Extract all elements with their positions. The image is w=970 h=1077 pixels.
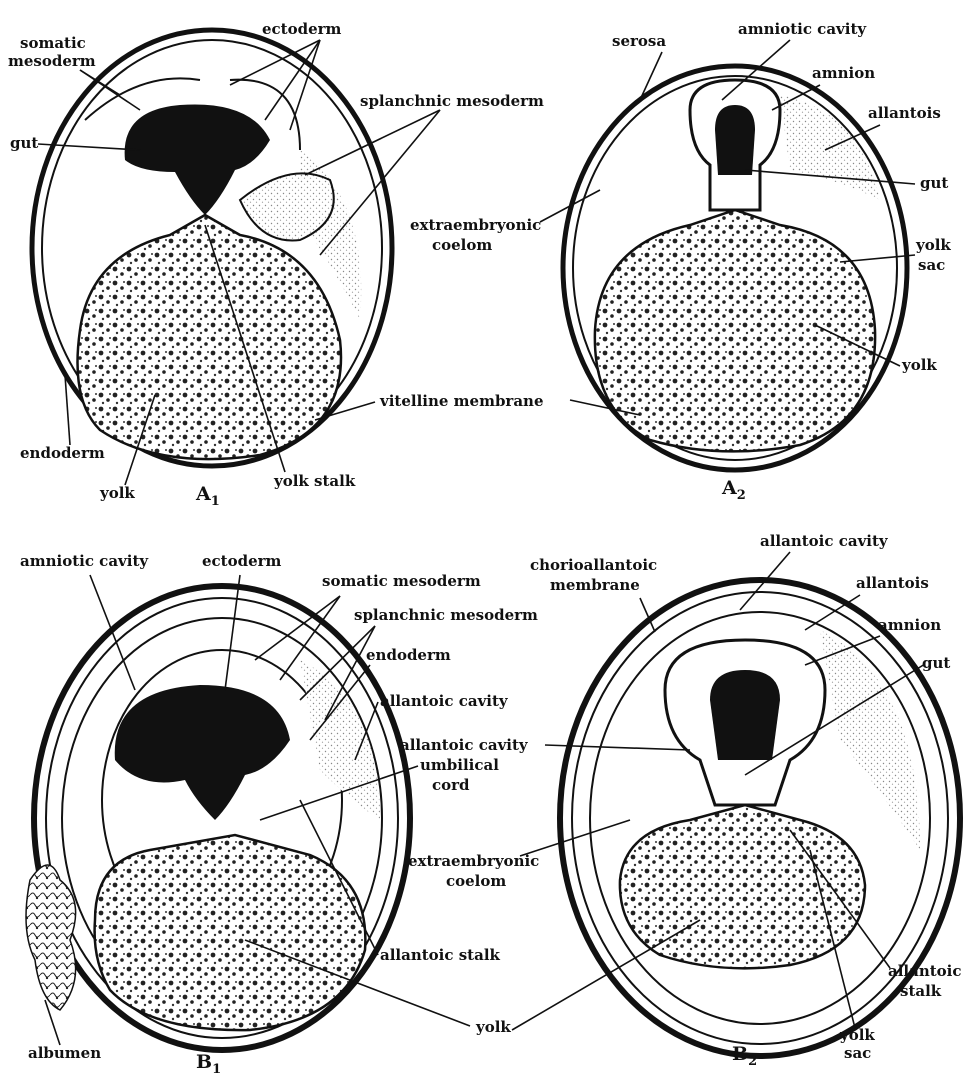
a2-label-allantois: allantois: [868, 104, 941, 122]
a2-label-yolk-sac-2: sac: [918, 256, 945, 274]
b1-albumen: [26, 865, 76, 1010]
a2-label-yolk: yolk: [901, 356, 937, 374]
a2-yolk: [595, 210, 875, 451]
b1-label-ectoderm: ectoderm: [202, 552, 282, 570]
a1-label-gut: gut: [10, 134, 38, 152]
a1-label-splanchnic: splanchnic mesoderm: [360, 92, 544, 110]
b2-label-chorio-2: membrane: [550, 576, 640, 594]
b1-label-allantoic-stalk: allantoic stalk: [380, 946, 501, 964]
a2-label-amnion: amnion: [812, 64, 875, 82]
b2-label-yolk-sac-2: sac: [844, 1044, 871, 1062]
a2-embryo: [715, 105, 755, 175]
b1-label-allantoic-cavity: allantoic cavity: [380, 692, 509, 710]
b2-label-allantoic-cavity-mid: allantoic cavity: [400, 736, 529, 754]
a1-label-vitelline: vitelline membrane: [379, 392, 544, 410]
b1-label-amniotic: amniotic cavity: [20, 552, 149, 570]
b1-label-umbilical-1: umbilical: [420, 756, 499, 774]
a1-label-endoderm: endoderm: [20, 444, 105, 462]
b2-label-amnion: amnion: [878, 616, 941, 634]
b2-label-extra-1: extraembryonic: [408, 852, 539, 870]
a2-panel-label: A2: [721, 477, 746, 503]
a1-yolk: [78, 215, 342, 459]
b2-label-gut: gut: [922, 654, 950, 672]
a1-label-yolk: yolk: [99, 484, 135, 502]
b2-label-allantois: allantois: [856, 574, 929, 592]
b2-label-allantoic-stalk-2: stalk: [900, 982, 942, 1000]
b2-label-allantoic-stalk-1: allantoic: [888, 962, 962, 980]
a2-label-extra-2: coelom: [432, 236, 492, 254]
a2-label-gut: gut: [920, 174, 948, 192]
b1-label-somatic: somatic mesoderm: [322, 572, 481, 590]
b1-label-endoderm: endoderm: [366, 646, 451, 664]
a1-label-ectoderm: ectoderm: [262, 20, 342, 38]
a1-panel-label: A1: [195, 483, 220, 509]
b1-label-umbilical-2: cord: [432, 776, 470, 794]
a2-label-extra-1: extraembryonic: [410, 216, 541, 234]
a1-label-somatic-1: somatic: [20, 34, 86, 52]
b2-label-extra-2: coelom: [446, 872, 506, 890]
a2-label-yolk-sac-1: yolk: [915, 236, 951, 254]
b2-yolk: [620, 805, 865, 968]
a1-label-somatic-2: mesoderm: [8, 52, 96, 70]
a2-label-serosa: serosa: [612, 32, 666, 50]
b2-label-chorio-1: chorioallantoic: [530, 556, 657, 574]
b2-label-yolk-sac-1: yolk: [839, 1026, 875, 1044]
b2-label-allantoic-cavity: allantoic cavity: [760, 532, 889, 550]
b1-label-splanchnic: splanchnic mesoderm: [354, 606, 538, 624]
a1-label-yolk-stalk: yolk stalk: [273, 472, 356, 490]
b1-embryo-body: [115, 685, 290, 820]
a2-label-amniotic: amniotic cavity: [738, 20, 867, 38]
b1-label-albumen: albumen: [28, 1044, 101, 1062]
b2-allantois-stipple: [820, 630, 920, 850]
b2-embryo: [710, 670, 780, 760]
b1-yolk: [95, 835, 366, 1030]
b1-label-yolk: yolk: [475, 1018, 511, 1036]
b1-panel-label: B1: [196, 1051, 221, 1077]
b2-panel-label: B2: [732, 1043, 757, 1069]
